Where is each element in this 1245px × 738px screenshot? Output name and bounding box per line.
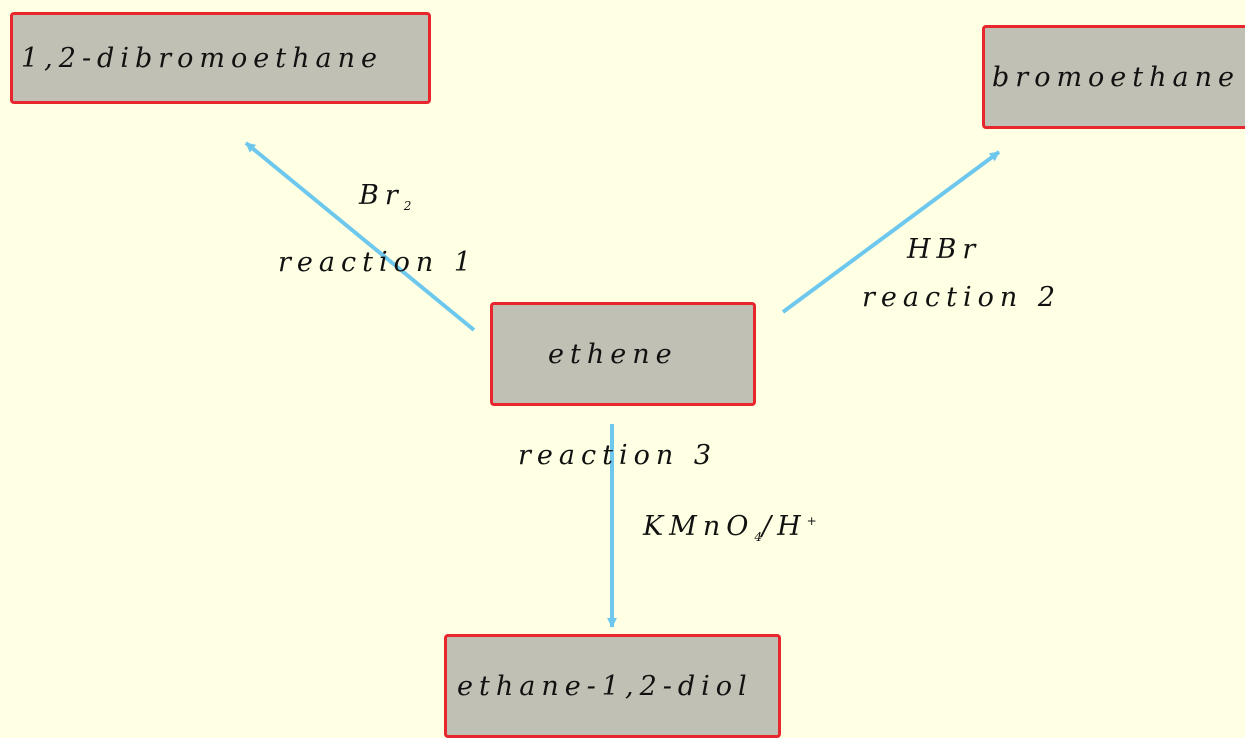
arrow-reaction-1 [244,141,476,332]
reaction-3-reagent-tail: /H [761,511,807,542]
reaction-3-reagent-main: KMnO [643,511,755,542]
reaction-3-name: reaction 3 [518,440,717,471]
node-bromoethane: bromoethane [982,25,1245,129]
arrow-reaction-2 [781,150,1001,314]
node-ethane-1-2-diol-label: ethane-1,2-diol [457,670,753,702]
reaction-2-name: reaction 2 [862,282,1061,313]
reaction-1-reagent: Br2 [359,180,411,213]
reaction-3-reagent: KMnO4/H+ [643,511,817,544]
reaction-1-reagent-main: Br [359,180,404,211]
node-1-2-dibromoethane: 1,2-dibromoethane [10,12,431,104]
reaction-2-reagent: HBr [907,234,982,265]
node-ethene-label: ethene [548,338,678,370]
reaction-1-name: reaction 1 [278,247,477,278]
reaction-3-reagent-subscript: 4 [754,530,762,544]
node-bromoethane-label: bromoethane [992,61,1240,93]
node-1-2-dibromoethane-label: 1,2-dibromoethane [21,42,383,74]
reaction-3-reagent-superscript: + [806,514,817,528]
node-ethane-1-2-diol: ethane-1,2-diol [444,634,781,738]
reaction-1-reagent-subscript: 2 [403,199,412,213]
node-ethene: ethene [490,302,756,406]
